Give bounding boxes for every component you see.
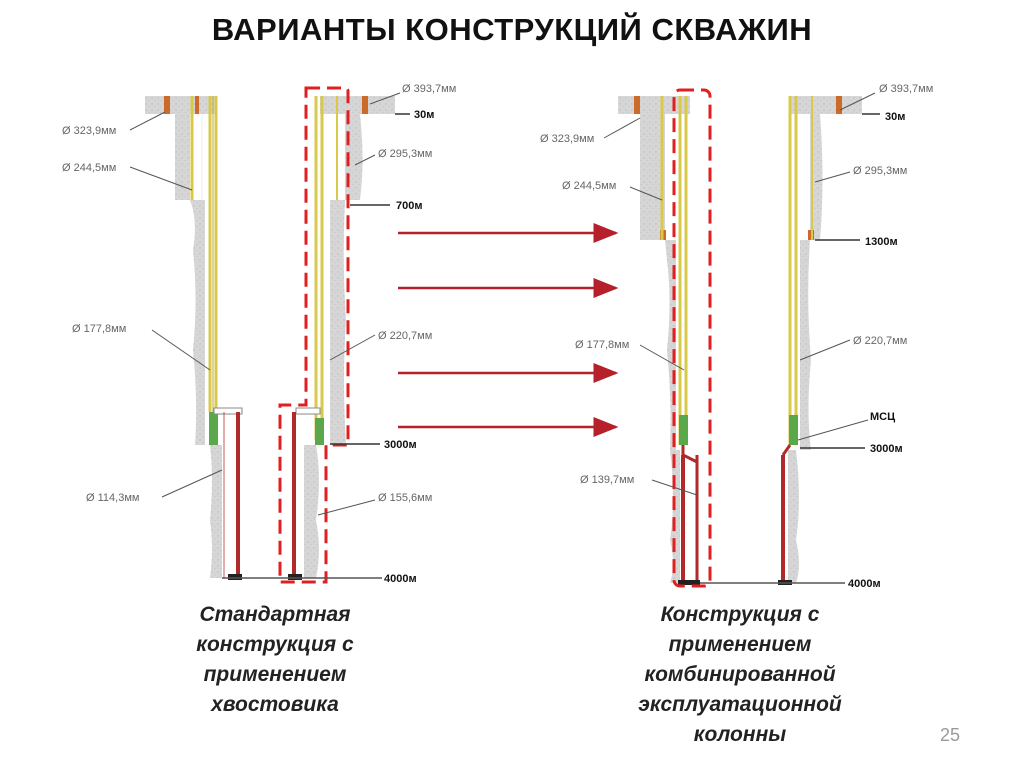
- label-d177-w1: Ø 177,8мм: [72, 323, 126, 335]
- caption-line: конструкция с: [196, 633, 354, 656]
- caption-standard: Стандартная конструкция с применением хв…: [150, 600, 400, 720]
- label-depth30-w4: 30м: [885, 111, 905, 123]
- depth-lines: [330, 113, 880, 449]
- diameter-leaders: [129, 92, 876, 516]
- well-4-combined: [778, 96, 862, 585]
- label-d220-w4: Ø 220,7мм: [853, 335, 907, 347]
- caption-line: применением: [668, 633, 812, 656]
- transition-arrows: [398, 223, 619, 437]
- caption-line: колонны: [693, 723, 787, 746]
- label-depth3000-w4: 3000м: [870, 443, 903, 455]
- label-d295-w4: Ø 295,3мм: [853, 165, 907, 177]
- well-2-highlighted: [278, 86, 395, 584]
- caption-line: хвостовика: [211, 693, 339, 716]
- well-1-standard: [145, 96, 243, 580]
- page-title: ВАРИАНТЫ КОНСТРУКЦИЙ СКВАЖИН: [211, 12, 813, 47]
- label-d295-w2: Ø 295,3мм: [378, 148, 432, 160]
- caption-line: Стандартная: [199, 603, 351, 626]
- label-d177-w3: Ø 177,8мм: [575, 339, 629, 351]
- label-depth3000-w2: 3000м: [384, 439, 417, 451]
- label-d220-w2: Ø 220,7мм: [378, 330, 432, 342]
- label-d114-w1: Ø 114,3мм: [86, 492, 139, 504]
- label-depth1300: 1300м: [865, 236, 898, 248]
- label-d323-w3: Ø 323,9мм: [540, 133, 594, 145]
- label-d323-w1: Ø 323,9мм: [62, 125, 116, 137]
- label-depth30-w2: 30м: [414, 109, 434, 121]
- label-d393-w2: Ø 393,7мм: [402, 83, 456, 95]
- caption-combined: Конструкция с применением комбинированно…: [590, 600, 890, 750]
- labels: Ø 323,9мм Ø 244,5мм Ø 177,8мм Ø 114,3мм …: [62, 83, 933, 590]
- label-depth700: 700м: [396, 200, 423, 212]
- label-d393-w4: Ø 393,7мм: [879, 83, 933, 95]
- page-number: 25: [939, 725, 961, 745]
- label-depth4000-w2: 4000м: [384, 573, 417, 585]
- label-d155-w2: Ø 155,6мм: [378, 492, 432, 504]
- label-d139-w3: Ø 139,7мм: [580, 474, 634, 486]
- label-depth4000-w4: 4000м: [848, 578, 881, 590]
- well-3-highlighted: [618, 88, 712, 588]
- label-msc: МСЦ: [870, 411, 895, 423]
- label-d244-w3: Ø 244,5мм: [562, 180, 616, 192]
- caption-line: эксплуатационной: [638, 693, 842, 716]
- caption-line: применением: [203, 663, 347, 686]
- caption-line: Конструкция с: [660, 603, 820, 626]
- caption-line: комбинированной: [644, 663, 836, 686]
- label-d244-w1: Ø 244,5мм: [62, 162, 116, 174]
